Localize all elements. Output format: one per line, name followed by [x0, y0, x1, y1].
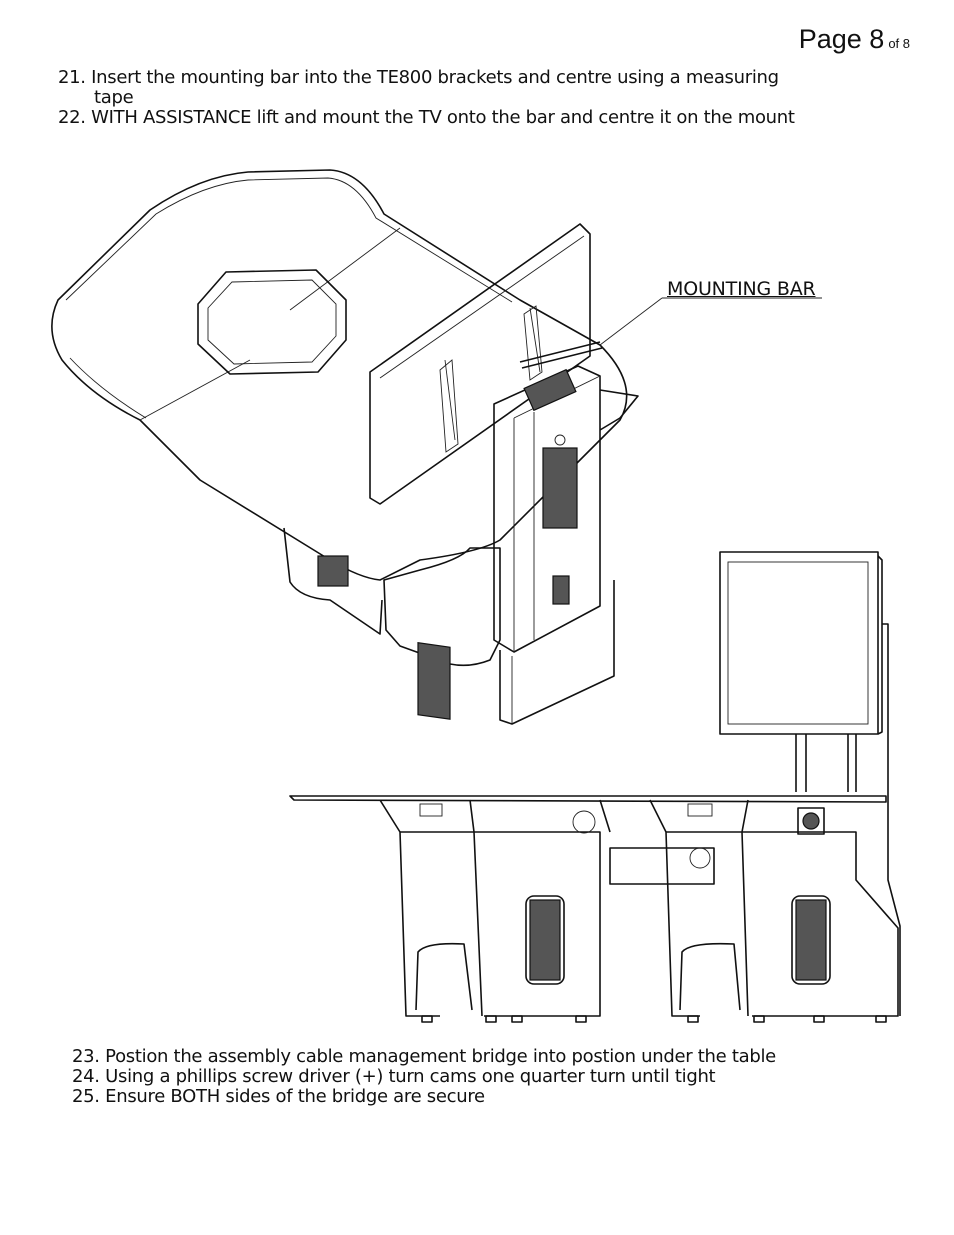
- step-number: 23.: [72, 1046, 100, 1067]
- outlet-icon: [687, 803, 713, 817]
- stand-lower-vent-icon: [552, 575, 570, 605]
- step-number: 25.: [72, 1086, 100, 1107]
- desk-vent-icon-right: [795, 899, 827, 981]
- grommet-icon: [572, 810, 596, 834]
- step-number: 22.: [58, 107, 86, 128]
- step-25: 25. Ensure BOTH sides of the bridge are …: [72, 1087, 776, 1107]
- desk-vent-icon: [529, 899, 561, 981]
- step-number: 21.: [58, 67, 86, 88]
- stand-top-vent-icon: [523, 368, 577, 412]
- tv-screen-back: [369, 223, 591, 505]
- vent-grille-icon: [317, 555, 349, 587]
- page-number-total: of 8: [888, 36, 910, 51]
- stand-vent-icon: [542, 447, 578, 529]
- front-desk-drawing: [289, 551, 901, 1023]
- speaker-icon: [802, 812, 820, 830]
- step-text: Using a phillips screw driver (+) turn c…: [105, 1066, 716, 1087]
- step-22: 22. WITH ASSISTANCE lift and mount the T…: [58, 108, 795, 128]
- monitor: [719, 551, 879, 735]
- step-23: 23. Postion the assembly cable managemen…: [72, 1047, 776, 1067]
- step-text: Insert the mounting bar into the TE800 b…: [91, 67, 779, 88]
- cabinet-vent-icon: [417, 642, 451, 720]
- outlet-icon: [419, 803, 443, 817]
- step-text: Postion the assembly cable management br…: [105, 1046, 776, 1067]
- step-24: 24. Using a phillips screw driver (+) tu…: [72, 1067, 776, 1087]
- cam-lock-icon: [689, 847, 711, 869]
- step-number: 24.: [72, 1066, 100, 1087]
- mounting-bar-callout: MOUNTING BAR: [667, 278, 816, 300]
- step-text: WITH ASSISTANCE lift and mount the TV on…: [91, 107, 795, 128]
- step-text-continuation: tape: [94, 87, 134, 108]
- mounting-bar: [519, 297, 822, 369]
- page-number-label: Page 8: [798, 24, 885, 54]
- cable-hole-icon: [554, 434, 566, 446]
- instruction-steps-bottom: 23. Postion the assembly cable managemen…: [72, 1047, 776, 1107]
- instruction-steps-top: 21. Insert the mounting bar into the TE8…: [58, 68, 795, 128]
- step-text: Ensure BOTH sides of the bridge are secu…: [105, 1086, 485, 1107]
- te800-stand: [383, 365, 639, 725]
- step-21: 21. Insert the mounting bar into the TE8…: [58, 68, 795, 108]
